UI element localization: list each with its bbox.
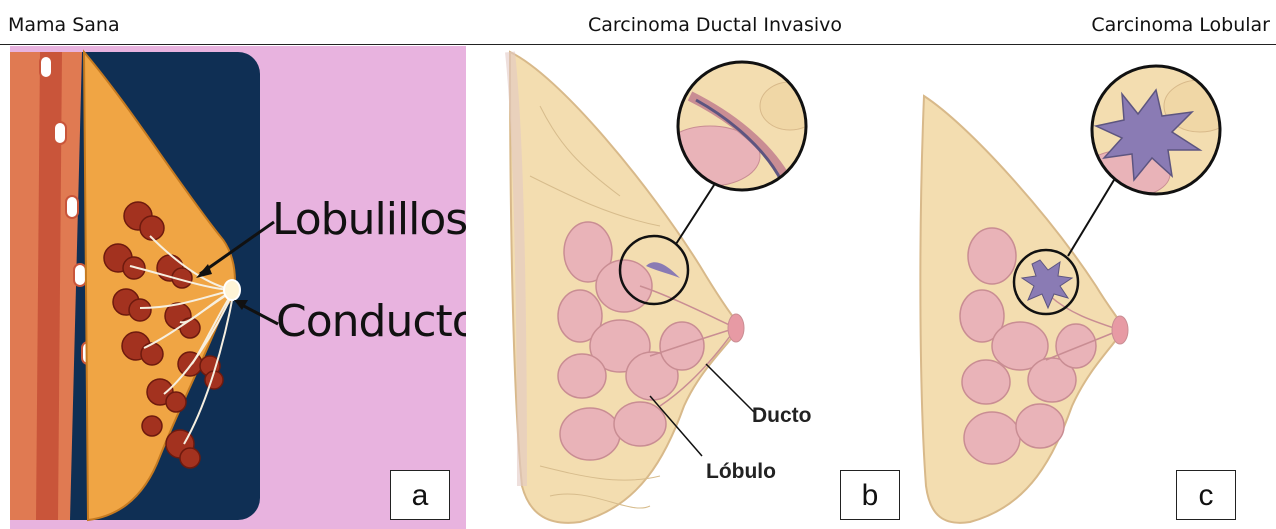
panel-healthy-breast: Lobulillos Conductos a xyxy=(10,46,466,529)
label-ducto: Ducto xyxy=(752,404,812,428)
panel-letter-c: c xyxy=(1176,470,1236,520)
header-ductal-carcinoma: Carcinoma Ductal Invasivo xyxy=(588,14,842,36)
label-conductos: Conductos xyxy=(276,296,466,347)
figure-header: Mama Sana Carcinoma Ductal Invasivo Carc… xyxy=(0,0,1276,45)
ductal-carcinoma-illustration xyxy=(470,46,900,529)
header-healthy-breast: Mama Sana xyxy=(8,14,120,36)
nipple xyxy=(1112,316,1128,344)
panel-letter-a: a xyxy=(390,470,450,520)
leader-ducto xyxy=(706,364,754,412)
label-lobulillos: Lobulillos xyxy=(272,194,466,245)
breast-tissue xyxy=(920,96,1124,523)
lobular-carcinoma-illustration xyxy=(900,46,1276,529)
panel-lobular-carcinoma: c xyxy=(900,46,1276,529)
nipple xyxy=(728,314,744,342)
zoom-connector xyxy=(1068,180,1114,256)
header-lobular-carcinoma: Carcinoma Lobular xyxy=(1091,14,1270,36)
nipple xyxy=(224,280,240,300)
healthy-breast-illustration xyxy=(10,46,466,529)
panel-ductal-carcinoma: Ducto Lóbulo b xyxy=(470,46,900,529)
zoom-connector xyxy=(676,182,716,244)
label-lobulo: Lóbulo xyxy=(706,460,776,484)
panel-letter-b: b xyxy=(840,470,900,520)
